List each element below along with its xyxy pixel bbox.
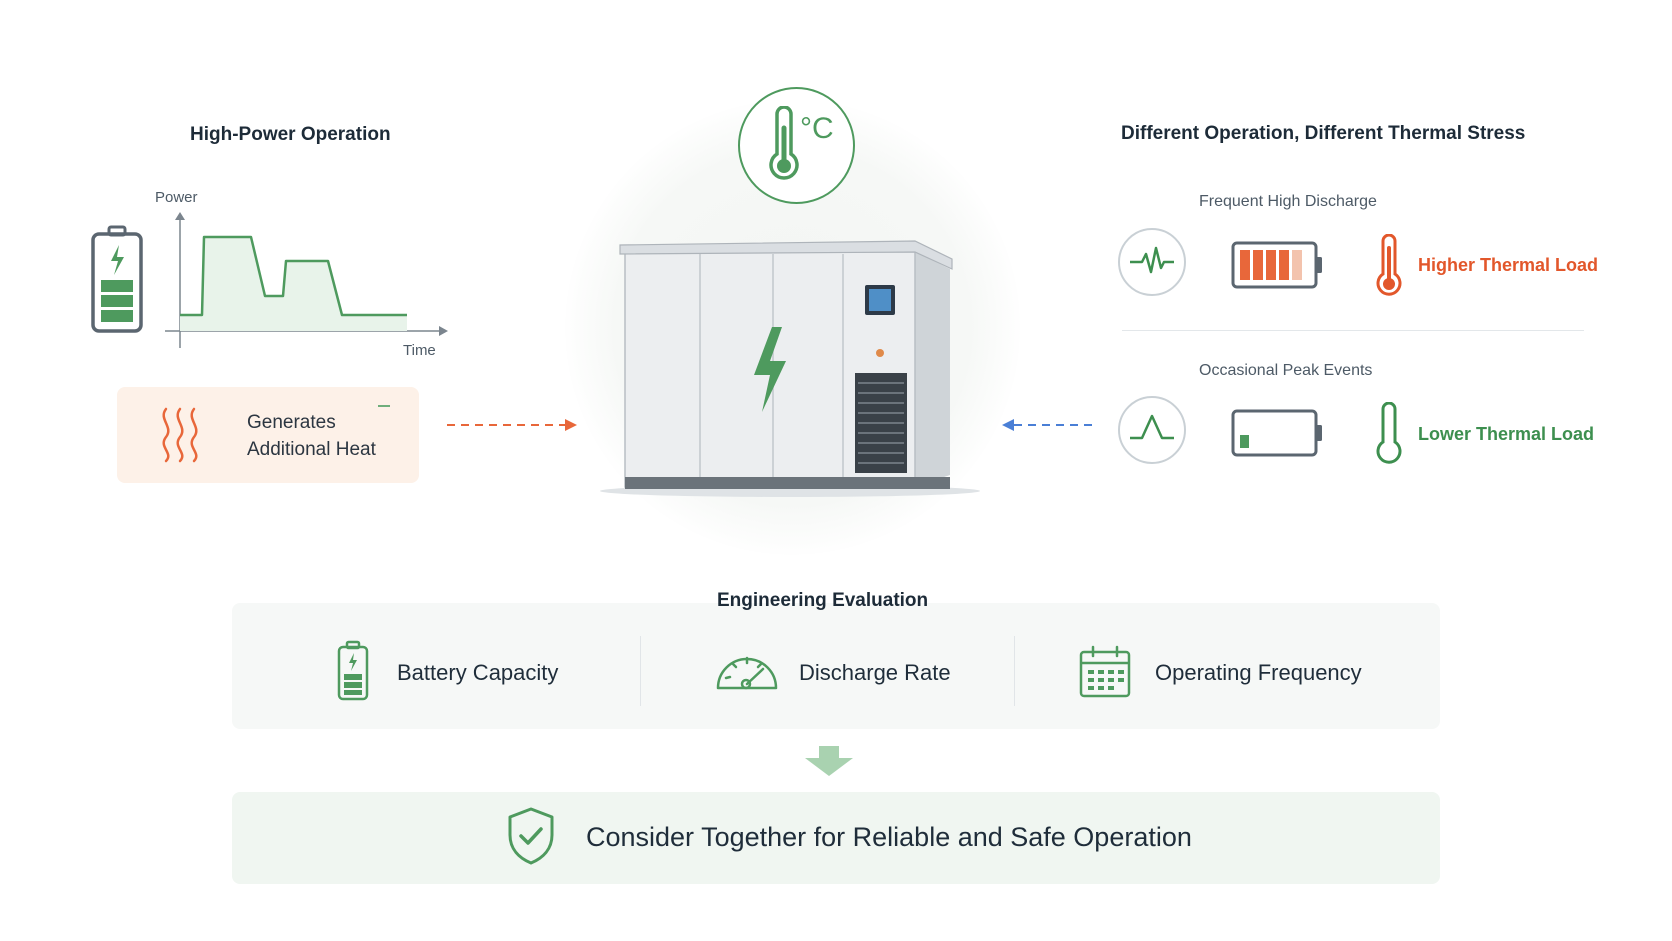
scenario-label-high: Frequent High Discharge: [1199, 193, 1377, 210]
conclusion-panel: [232, 792, 1440, 884]
battery-charging-icon: [91, 225, 143, 333]
power-profile-line: [180, 235, 407, 317]
high-power-title: High-Power Operation: [190, 124, 391, 145]
thermometer-cool-icon: [1376, 402, 1402, 464]
evaluation-title: Engineering Evaluation: [717, 590, 929, 611]
battery-icon: [337, 640, 369, 701]
evaluation-separator: [1014, 636, 1015, 706]
higher-thermal-load-label: Higher Thermal Load: [1418, 255, 1599, 275]
discharge-rate-label: Discharge Rate: [799, 660, 951, 685]
operating-frequency-label: Operating Frequency: [1155, 660, 1362, 685]
battery-low-icon: [1231, 409, 1322, 457]
container-side: [915, 252, 950, 487]
power-axis-label: Power: [155, 189, 198, 206]
pulse-icon-high: [1118, 228, 1186, 296]
shield-check-icon: [508, 807, 554, 865]
calendar-icon: [1079, 645, 1131, 698]
power-profile-chart: [165, 212, 448, 348]
heat-waves-icon: [162, 407, 198, 463]
lightning-icon: [754, 327, 786, 412]
lower-thermal-load-label: Lower Thermal Load: [1418, 424, 1595, 444]
heat-callout-text: Generates Additional Heat: [247, 412, 376, 460]
thermometer-hot-icon: [1376, 234, 1402, 296]
conclusion-text: Consider Together for Reliable and Safe …: [586, 822, 1192, 852]
thermometer-icon: [769, 106, 799, 180]
thermal-stress-title: Different Operation, Different Thermal S…: [1121, 123, 1526, 144]
gauge-icon: [716, 656, 778, 690]
temperature-badge: [738, 87, 855, 204]
power-profile-fill: [180, 237, 407, 331]
celsius-label: °C: [800, 112, 834, 145]
time-axis-label: Time: [403, 342, 436, 359]
container-roof: [619, 240, 953, 270]
evaluation-separator: [640, 636, 641, 706]
evaluation-panel: [232, 603, 1440, 729]
y-axis-arrow: [175, 212, 185, 220]
blue-arrow: [1002, 419, 1096, 431]
pulse-icon-low: [1118, 396, 1186, 464]
orange-arrow: [447, 419, 577, 431]
status-light: [876, 349, 884, 357]
x-axis-arrow: [439, 326, 448, 336]
battery-capacity-label: Battery Capacity: [397, 660, 559, 685]
scenario-divider: [1122, 330, 1584, 331]
battery-storage-container: [600, 240, 980, 497]
scenario-label-low: Occasional Peak Events: [1199, 362, 1373, 379]
down-arrow-icon: [805, 746, 853, 776]
container-base: [625, 477, 950, 489]
battery-full-icon: [1231, 241, 1322, 289]
heat-dash-mark: [378, 405, 390, 407]
